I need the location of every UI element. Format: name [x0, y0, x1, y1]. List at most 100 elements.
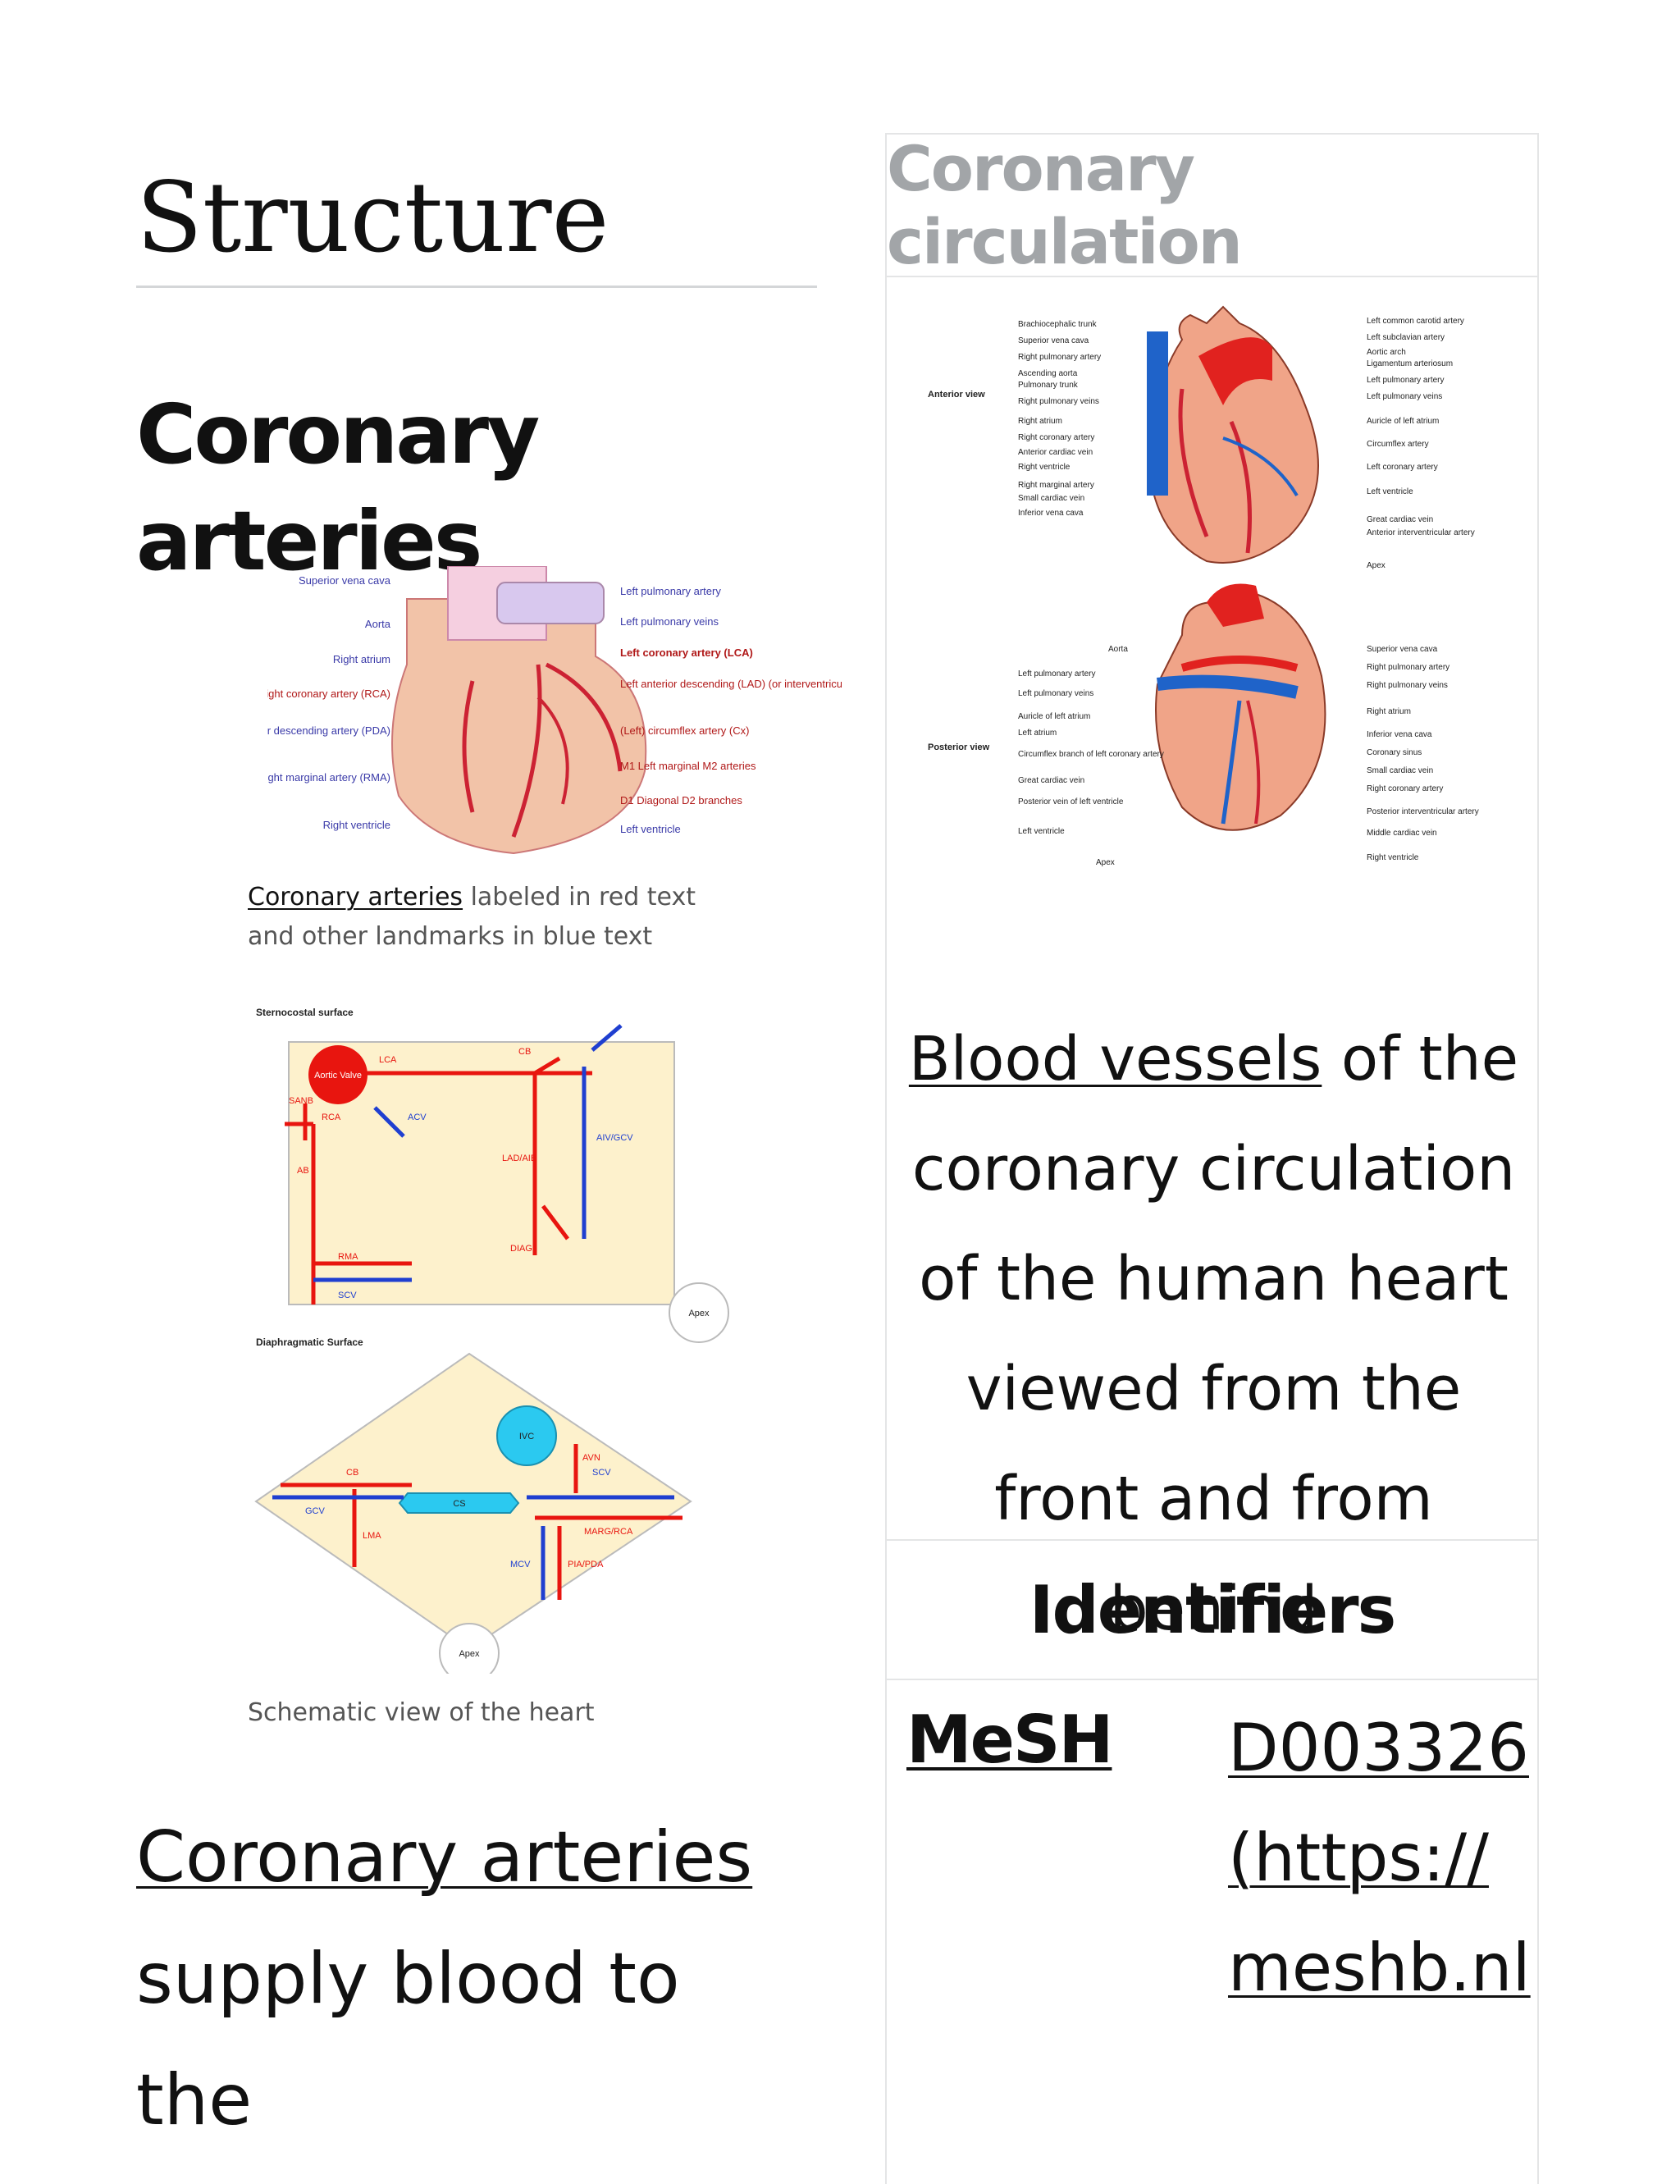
post-right-label: Superior vena cava [1367, 645, 1438, 654]
ant-right-label: Circumflex artery [1367, 440, 1429, 449]
post-right-label: Middle cardiac vein [1367, 829, 1437, 838]
coronary-arteries-figure[interactable]: Superior vena cava Aorta Right atrium Ri… [267, 566, 842, 861]
schematic-label: DIAG [510, 1244, 532, 1254]
blood-vessels-link[interactable]: Blood vessels [909, 1024, 1322, 1094]
ant-left-label: Ascending aorta [1018, 369, 1078, 378]
schematic-label: LMA [363, 1531, 381, 1541]
ant-left-label: Small cardiac vein [1018, 494, 1084, 503]
figure2-caption: Schematic view of the heart [248, 1698, 595, 1727]
ant-left-label: Superior vena cava [1018, 336, 1089, 345]
fig1-label: Right atrium [333, 653, 390, 665]
schematic-label: CB [518, 1047, 531, 1057]
coronary-circulation-image[interactable]: Anterior view Brachiocephalic trunk Supe… [911, 290, 1518, 1004]
fig1-label: Aorta [365, 618, 391, 630]
schematic-label: LAD/AIB [502, 1154, 536, 1163]
fig1-label: Left ventricle [620, 823, 681, 835]
body-paragraph: Coronary arteries supply blood to the [136, 1797, 817, 2161]
fig1-label: Left coronary artery (LCA) [620, 647, 753, 659]
ant-right-label: Ligamentum arteriosum [1367, 359, 1453, 368]
ant-right-label: Auricle of left atrium [1367, 417, 1439, 426]
ant-left-label: Right coronary artery [1018, 433, 1094, 442]
schematic-label: SANB [289, 1096, 313, 1106]
post-right-label: Right pulmonary veins [1367, 681, 1448, 690]
ant-right-label: Left pulmonary artery [1367, 376, 1445, 385]
schematic-label: RMA [338, 1252, 358, 1262]
figure1-caption: Coronary arteries labeled in red text an… [248, 878, 707, 957]
anterior-view-label: Anterior view [928, 390, 985, 400]
ant-right-label: Apex [1367, 561, 1386, 570]
post-right-label: Right coronary artery [1367, 784, 1443, 793]
ant-left-label: Pulmonary trunk [1018, 381, 1079, 390]
sternocostal-title: Sternocostal surface [256, 1007, 354, 1018]
apex-label: Apex [459, 1649, 480, 1659]
post-right-label: Inferior vena cava [1367, 730, 1432, 739]
ant-right-label: Left ventricle [1367, 487, 1413, 496]
post-left-label: Left ventricle [1018, 827, 1065, 836]
post-left-label: Left pulmonary veins [1018, 689, 1093, 698]
ant-left-label: Inferior vena cava [1018, 509, 1084, 518]
schematic-label: SCV [592, 1468, 611, 1478]
post-left-label: Posterior vein of left ventricle [1018, 797, 1124, 806]
fig1-label: Superior vena cava [299, 574, 391, 587]
ant-left-label: Right atrium [1018, 417, 1062, 426]
posterior-view-label: Posterior view [928, 742, 990, 752]
post-left-label: Aorta [1108, 645, 1128, 654]
post-right-label: Right atrium [1367, 707, 1411, 716]
post-right-label: Right pulmonary artery [1367, 663, 1449, 672]
schematic-label: LCA [379, 1055, 397, 1065]
body-text: supply blood to the [136, 1938, 680, 2141]
schematic-label: CB [346, 1468, 358, 1478]
post-right-label: Small cardiac vein [1367, 766, 1433, 775]
identifiers-heading: Identifiers [887, 1539, 1537, 1680]
post-left-label: Auricle of left atrium [1018, 712, 1090, 721]
post-left-label: Circumflex branch of left coronary arter… [1018, 750, 1164, 759]
mesh-link[interactable]: MeSH [906, 1702, 1112, 1778]
apex-label: Apex [688, 1309, 710, 1318]
ant-right-label: Left subclavian artery [1367, 333, 1445, 342]
ant-right-label: Left coronary artery [1367, 463, 1438, 472]
section-heading: Structure [136, 156, 817, 288]
schematic-label: PIA/PDA [568, 1560, 604, 1569]
coronary-arteries-link[interactable]: Coronary arteries [136, 1816, 752, 1898]
fig1-label: Right coronary artery (RCA) [267, 688, 390, 700]
fig1-label: M1 Left marginal M2 arteries [620, 760, 756, 772]
ant-left-label: Right pulmonary veins [1018, 397, 1099, 406]
schematic-label: GCV [305, 1506, 326, 1516]
diaphragmatic-title: Diaphragmatic Surface [256, 1336, 363, 1348]
fig1-label: Left anterior descending (LAD) (or inter… [620, 678, 842, 690]
ant-left-label: Right pulmonary artery [1018, 353, 1101, 362]
schematic-label: IVC [519, 1432, 534, 1442]
ant-right-label: Left common carotid artery [1367, 317, 1464, 326]
fig1-label: D1 Diagonal D2 branches [620, 794, 742, 806]
schematic-label: AB [297, 1166, 309, 1176]
schematic-label: SCV [338, 1291, 357, 1300]
schematic-label: AIV/GCV [596, 1133, 633, 1143]
fig1-label: Left pulmonary veins [620, 615, 719, 628]
ant-left-label: Anterior cardiac vein [1018, 448, 1093, 457]
ant-right-label: Anterior interventricular artery [1367, 528, 1475, 537]
infobox-title: Coronary circulation [887, 135, 1537, 277]
ant-right-label: Aortic arch [1367, 348, 1406, 357]
aortic-valve-label: Aortic Valve [314, 1071, 362, 1081]
ant-left-label: Brachiocephalic trunk [1018, 320, 1098, 329]
coronary-arteries-caption-link[interactable]: Coronary arteries [248, 883, 463, 912]
post-left-label: Left pulmonary artery [1018, 669, 1096, 679]
post-left-label: Great cardiac vein [1018, 776, 1084, 785]
ant-right-label: Great cardiac vein [1367, 515, 1433, 524]
fig1-label: Posterior descending artery (PDA) [267, 724, 390, 737]
mesh-value: D003326 (https://meshb.nl [1228, 1693, 1532, 2023]
post-right-label: Coronary sinus [1367, 748, 1422, 757]
schematic-label: RCA [322, 1113, 341, 1122]
schematic-label: ACV [408, 1113, 427, 1122]
post-right-label: Posterior interventricular artery [1367, 807, 1479, 816]
post-left-label: Left atrium [1018, 729, 1057, 738]
post-left-label: Apex [1096, 858, 1115, 867]
mesh-id-link[interactable]: D003326 (https://meshb.nl [1228, 1710, 1531, 2006]
schematic-label: AVN [582, 1453, 600, 1463]
fig1-label: Right marginal artery (RMA) [267, 771, 390, 784]
ant-left-label: Right ventricle [1018, 463, 1071, 472]
fig1-label: (Left) circumflex artery (Cx) [620, 724, 749, 737]
schematic-label: MARG/RCA [584, 1527, 633, 1537]
schematic-heart-figure[interactable]: Sternocostal surface Aortic Valve LCA CB… [248, 1001, 838, 1674]
ant-right-label: Left pulmonary veins [1367, 392, 1442, 401]
